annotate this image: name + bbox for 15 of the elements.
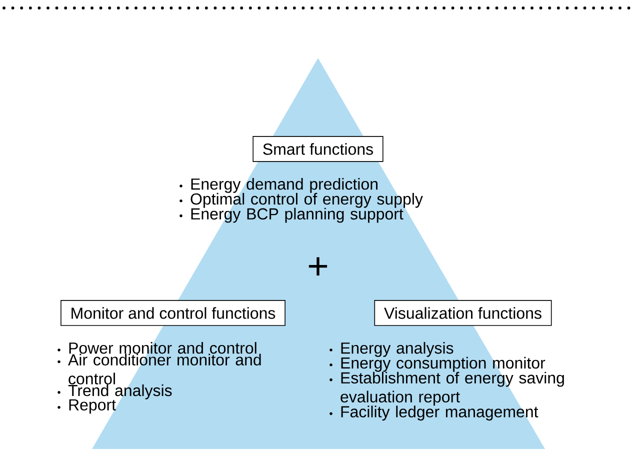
function-box: Smart functions	[252, 136, 384, 162]
function-box: Visualization functions	[374, 300, 552, 326]
plus-sign: +	[308, 257, 328, 276]
list-item: Energy consumption monitor	[330, 356, 546, 372]
list-item: Energy demand prediction	[180, 178, 378, 193]
list-item: Report	[58, 399, 116, 414]
list-item: Establishment of energy saving evaluation report	[330, 372, 564, 406]
list-item: Energy BCP planning support	[180, 208, 404, 223]
list-item: Trend analysis	[58, 384, 172, 400]
list-item: Air conditioner monitor and control	[58, 354, 261, 384]
list-item: Power monitor and control	[58, 342, 256, 354]
list-item: Optimal control of energy supply	[180, 192, 423, 208]
function-box: Monitor and control functions	[60, 300, 286, 326]
list-item: Facility ledger management	[330, 406, 538, 421]
list-item: Energy analysis	[330, 342, 454, 357]
